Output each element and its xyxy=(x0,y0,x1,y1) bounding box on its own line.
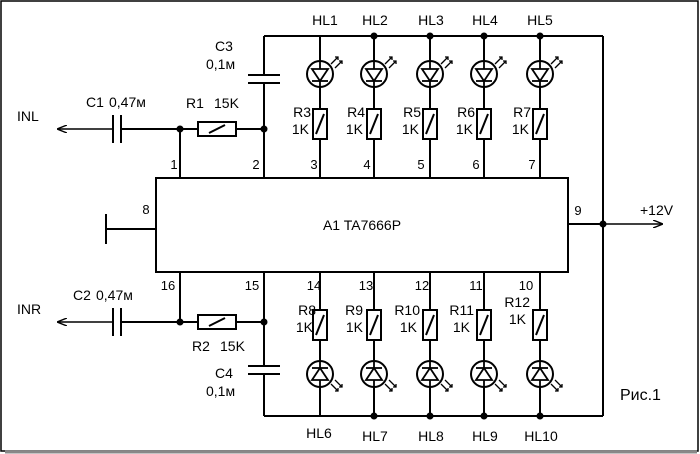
c3-name: C3 xyxy=(215,38,233,54)
pin-10-label: 10 xyxy=(519,278,533,293)
hl10-label: HL10 xyxy=(524,428,558,444)
r2-name: R2 xyxy=(192,338,210,354)
pin-15-label: 15 xyxy=(245,278,259,293)
pin-16-label: 16 xyxy=(161,278,175,293)
hl5-label: HL5 xyxy=(527,12,553,28)
r10-value: 1K xyxy=(400,319,418,335)
bottom-led-channel-3 xyxy=(416,272,453,420)
pin-14-label: 14 xyxy=(307,278,321,293)
pin-6-label: 6 xyxy=(472,157,479,172)
r7-value: 1K xyxy=(512,121,530,137)
r6-value: 1K xyxy=(456,121,474,137)
hl7-label: HL7 xyxy=(362,428,388,444)
r10-name: R10 xyxy=(394,302,420,318)
top-led-channel-2 xyxy=(360,32,397,178)
r1-value: 15K xyxy=(214,95,240,111)
r2-slash xyxy=(208,317,226,327)
pin-2-label: 2 xyxy=(252,157,259,172)
inr-label: INR xyxy=(17,301,41,317)
r2-value: 15K xyxy=(220,338,246,354)
bottom-led-channel-1 xyxy=(306,272,343,416)
top-led-channel-3 xyxy=(416,32,453,178)
r12-value: 1K xyxy=(509,311,527,327)
hl6-label: HL6 xyxy=(306,425,332,441)
pin-12-label: 12 xyxy=(415,278,429,293)
r9-value: 1K xyxy=(346,319,364,335)
r8-value: 1K xyxy=(296,319,314,335)
r1-name: R1 xyxy=(186,95,204,111)
hl4-label: HL4 xyxy=(472,12,498,28)
chip-label: A1 TA7666P xyxy=(323,217,401,233)
pin-9-label: 9 xyxy=(574,203,581,218)
r3-name: R3 xyxy=(293,104,311,120)
r3-value: 1K xyxy=(292,121,310,137)
c4-value: 0,1м xyxy=(206,383,235,399)
pin-7-label: 7 xyxy=(528,157,535,172)
top-led-channel-1 xyxy=(306,36,343,178)
hl8-label: HL8 xyxy=(418,428,444,444)
hl9-label: HL9 xyxy=(472,428,498,444)
chip-body xyxy=(155,177,569,273)
c1-name: C1 xyxy=(86,94,104,110)
c2-name: C2 xyxy=(73,287,91,303)
r4-name: R4 xyxy=(347,104,365,120)
hl2-label: HL2 xyxy=(362,12,388,28)
figure-label: Рис.1 xyxy=(620,387,661,404)
r11-value: 1K xyxy=(453,319,471,335)
r1-slash xyxy=(208,124,226,134)
top-led-channel-5 xyxy=(526,32,563,178)
bottom-led-channel-4 xyxy=(470,272,507,420)
pin-11-label: 11 xyxy=(469,278,483,293)
r7-name: R7 xyxy=(513,104,531,120)
bottom-led-channel-5 xyxy=(526,272,563,420)
r8-name: R8 xyxy=(298,302,316,318)
pin-13-label: 13 xyxy=(359,278,373,293)
pin-5-label: 5 xyxy=(417,157,424,172)
pin-4-label: 4 xyxy=(363,157,370,172)
pin-1-label: 1 xyxy=(170,157,177,172)
pin-8-label: 8 xyxy=(142,202,149,217)
r11-name: R11 xyxy=(449,302,474,318)
hl1-label: HL1 xyxy=(312,12,338,28)
r6-name: R6 xyxy=(457,104,475,120)
pin-3-label: 3 xyxy=(310,157,317,172)
inl-label: INL xyxy=(17,108,39,124)
c3-value: 0,1м xyxy=(206,56,235,72)
power-label: +12V xyxy=(640,202,674,218)
c2-value: 0,47м xyxy=(96,287,133,303)
r5-value: 1K xyxy=(402,121,420,137)
c1-value: 0,47м xyxy=(109,94,146,110)
c4-name: C4 xyxy=(215,365,233,381)
bottom-led-channel-2 xyxy=(360,272,397,420)
hl3-label: HL3 xyxy=(418,12,444,28)
top-led-channel-4 xyxy=(470,32,507,178)
r9-name: R9 xyxy=(345,302,363,318)
r12-name: R12 xyxy=(504,294,530,310)
r5-name: R5 xyxy=(403,104,421,120)
r4-value: 1K xyxy=(346,121,364,137)
